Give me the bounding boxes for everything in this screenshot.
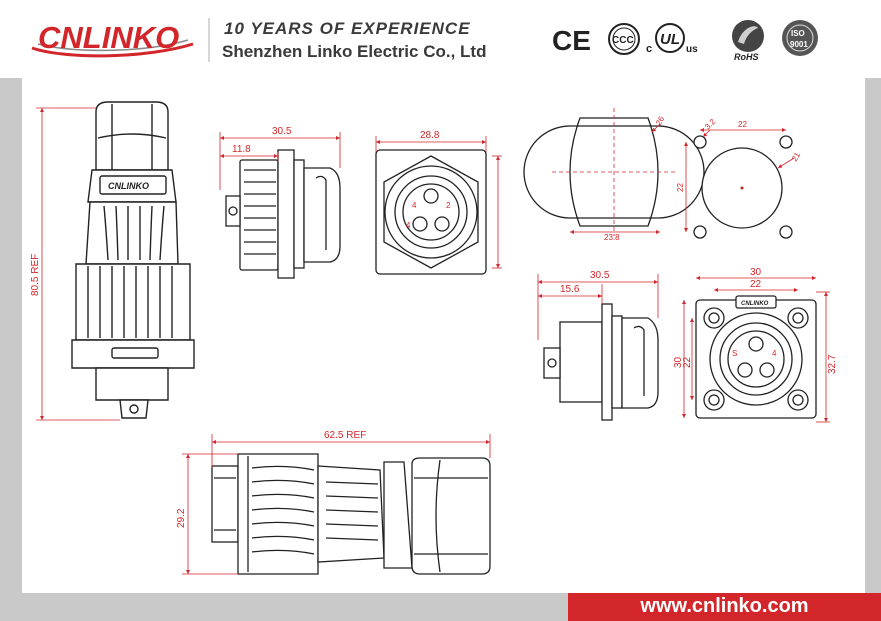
company-logo[interactable]: CNLINKO (38, 20, 180, 55)
square-flange-front-view (695, 295, 817, 419)
receptacle-side-view (225, 149, 341, 279)
square-panel-cutout (684, 128, 795, 239)
square-cutout-diameter-label: 21 (790, 150, 803, 163)
square-flange-side-view (543, 303, 659, 421)
connector-side-view (71, 101, 195, 419)
ce-mark-icon: CE (552, 25, 591, 56)
square-front-spacing-label: 22 (750, 279, 762, 290)
round-panel-cutout (523, 108, 705, 236)
logo-swoosh-icon (31, 39, 194, 58)
header: CNLINKO 10 YEARS OF EXPERIENCE Shenzhen … (0, 0, 881, 78)
slogan: 10 YEARS OF EXPERIENCE (224, 19, 471, 38)
dimension-receptacle-length (219, 132, 341, 190)
square-cutout-hole-label: 3.2 (703, 117, 718, 132)
ul-mark-icon: c UL us (646, 23, 698, 55)
dimension-square-front (682, 276, 830, 423)
receptacle-front-view (375, 149, 487, 275)
plug-length-label: 62.5 REF (324, 430, 366, 441)
receptacle-flange-label: 11.8 (232, 144, 251, 155)
round-cutout-width-label: 23.8 (604, 233, 620, 242)
square-front-width-label: 30 (750, 267, 762, 278)
pin-label-2: 2 (446, 201, 451, 210)
square-pin-label-2: 4 (772, 349, 777, 358)
square-pin-label-1: S (732, 349, 737, 358)
square-cutout-spacing-label: 22 (738, 120, 747, 129)
svg-text:c: c (646, 43, 652, 55)
square-side-flange-label: 15.6 (560, 284, 580, 295)
receptacle-length-label: 30.5 (272, 126, 292, 137)
technical-drawing: CNLINKO 80.5 REF 30.5 11.8 (30, 101, 838, 575)
certification-badges: CE CCC c UL us RoHS ISO 9001 (552, 20, 818, 62)
website-link[interactable]: www.cnlinko.com (640, 595, 809, 617)
rohs-mark-icon: RoHS (732, 20, 764, 62)
square-front-overall-label: 32.7 (827, 354, 838, 374)
ccc-mark-icon: CCC (608, 23, 640, 55)
square-side-length-label: 30.5 (590, 270, 610, 281)
square-cutout-vertical-label: 22 (676, 183, 685, 192)
square-front-height-label: 30 (673, 356, 684, 368)
dimension-square-side (537, 274, 659, 340)
plug-horizontal-view (211, 453, 491, 575)
dimension-height-80-5 (36, 107, 120, 421)
footer-bar: www.cnlinko.com (568, 593, 881, 621)
plug-height-label: 29.2 (176, 508, 187, 528)
dimension-receptacle-width (375, 136, 502, 269)
panel-brand-label: CNLINKO (741, 301, 769, 307)
svg-text:RoHS: RoHS (734, 52, 759, 62)
square-front-hole-spacing-label: 22 (682, 356, 693, 368)
connector-brand-label: CNLINKO (108, 181, 149, 191)
pin-label-1: 4 (412, 201, 417, 210)
height-dimension-label: 80.5 REF (30, 254, 41, 296)
round-cutout-diameter-label: 26 (654, 114, 667, 127)
svg-text:9001: 9001 (790, 40, 808, 49)
receptacle-width-label: 28.8 (420, 130, 440, 141)
svg-text:us: us (686, 44, 698, 55)
svg-text:CCC: CCC (612, 35, 634, 46)
pin-label-3: 4 (406, 221, 411, 230)
svg-text:ISO: ISO (791, 29, 805, 38)
iso-mark-icon: ISO 9001 (782, 20, 818, 56)
header-divider (208, 18, 210, 62)
svg-text:UL: UL (660, 31, 680, 48)
svg-text:CE: CE (552, 25, 591, 56)
dimension-plug (182, 434, 491, 575)
company-name: Shenzhen Linko Electric Co., Ltd (222, 42, 487, 61)
